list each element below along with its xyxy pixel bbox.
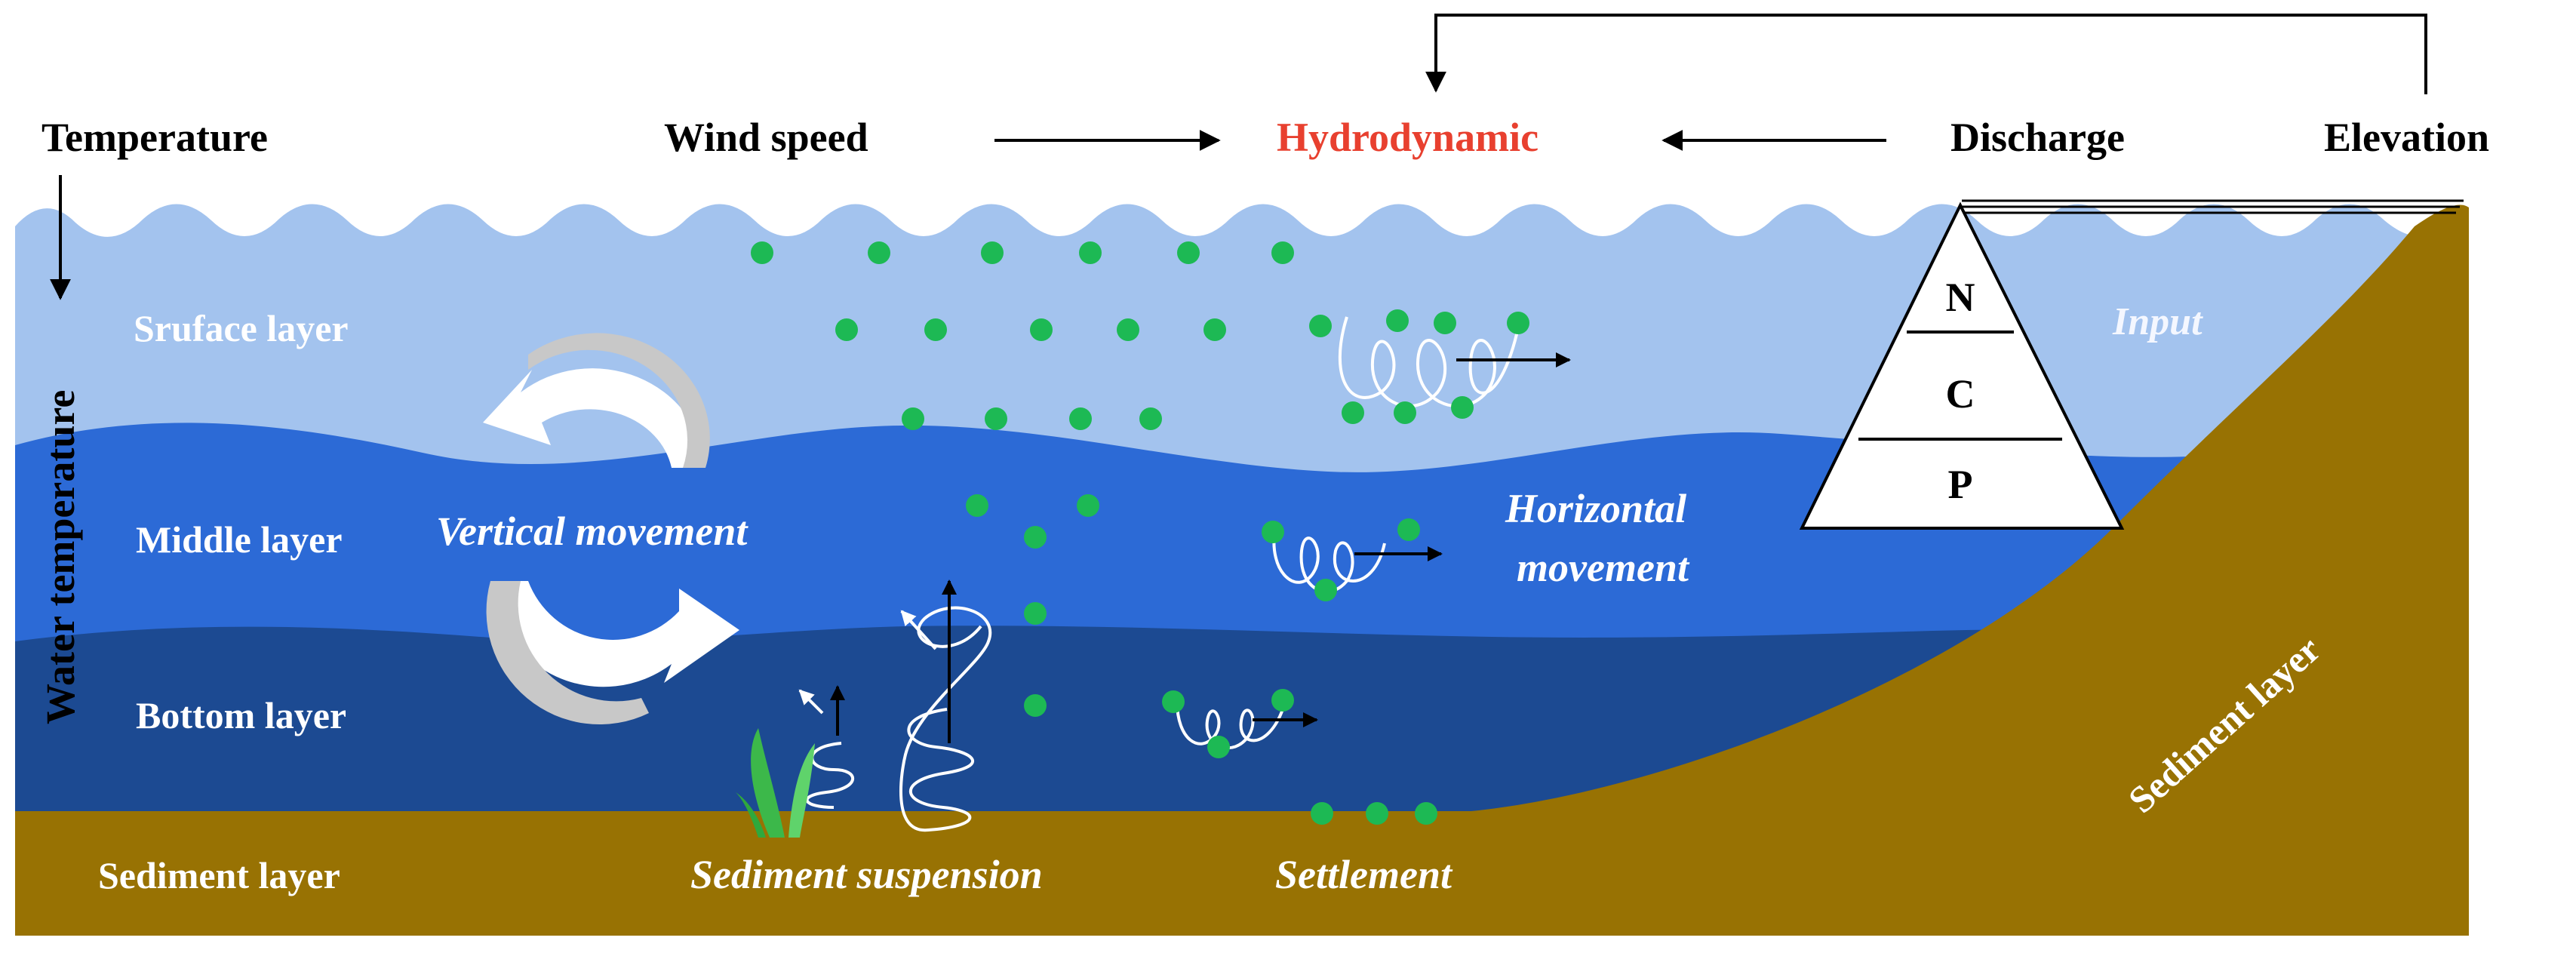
particle [751,241,773,264]
particle [1386,309,1409,332]
particle [1366,802,1388,825]
label-input: Input [2112,300,2203,343]
pyramid-label-c: C [1946,371,1975,417]
pyramid-label-p: P [1948,462,1973,507]
particle [1314,579,1337,601]
particle [1162,690,1185,713]
particle [1024,602,1047,625]
pyramid-label-n: N [1946,275,1975,320]
particle [1024,694,1047,717]
particle [1397,518,1420,541]
small-arrows [830,352,1571,743]
circulation-arrows [483,333,739,725]
particle [1271,241,1294,264]
particle [1079,241,1102,264]
label-temperature: Temperature [41,115,268,160]
label-middle-layer: Middle layer [136,518,343,561]
label-elevation: Elevation [2324,115,2489,160]
particle [981,241,1004,264]
particle [1139,407,1162,430]
particle [835,318,858,341]
ncp-pyramid [1799,201,2125,530]
particle [1203,318,1226,341]
label-wind-speed: Wind speed [664,115,868,160]
particle [902,407,924,430]
particle [1271,689,1294,712]
particle [1207,736,1230,758]
particle [1177,241,1200,264]
seagrass-icon [736,728,815,838]
particle [1342,401,1364,424]
particle [1117,318,1139,341]
particle [985,407,1007,430]
particle [1262,521,1284,543]
sediment-floor [15,204,2469,936]
label-settlement: Settlement [1275,852,1453,897]
particle [868,241,890,264]
elevation-feedback-arrow [1425,14,2427,94]
particle [1030,318,1053,341]
particle [1309,315,1332,337]
particle [1024,526,1047,549]
particle [1451,396,1474,419]
label-surface-layer: Sruface layer [134,307,349,349]
label-horizontal-movement-line2: movement [1517,545,1690,590]
particle [1434,312,1456,334]
particle [1077,494,1099,517]
label-horizontal-movement-line1: Horizontal [1505,486,1686,531]
label-sediment-layer-left: Sediment layer [98,854,340,896]
label-water-temperature: Water temperature [38,390,83,724]
particle [1394,401,1416,424]
particle [924,318,947,341]
surface-water-layer [15,204,2445,483]
inflow-lines [1962,199,2464,214]
label-hydrodynamic: Hydrodynamic [1277,115,1539,160]
label-vertical-movement: Vertical movement [436,509,749,554]
particle [966,494,988,517]
top-arrows [50,14,2427,300]
label-sediment-suspension: Sediment suspension [690,852,1043,897]
label-bottom-layer: Bottom layer [136,694,346,736]
particle [1311,802,1333,825]
particle [1415,802,1437,825]
middle-water-layer [15,423,2188,679]
particle [1507,312,1529,334]
particle-group [751,241,1529,825]
particle [1069,407,1092,430]
label-discharge: Discharge [1950,115,2125,160]
small-white-arrows [798,610,937,715]
